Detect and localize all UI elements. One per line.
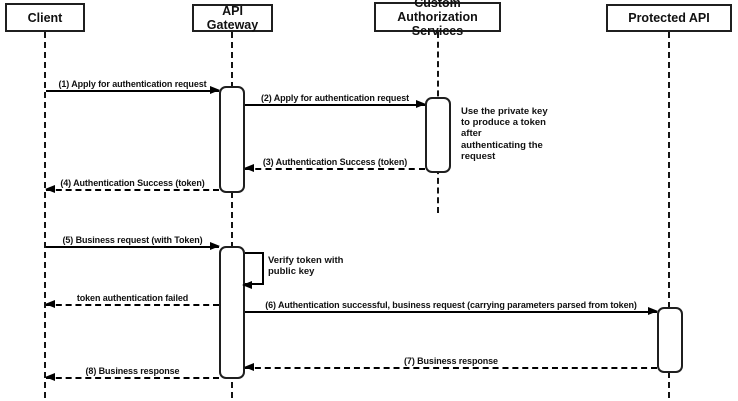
arrowhead-right-icon	[210, 86, 220, 94]
message-7-label: (7) Business response	[404, 356, 498, 366]
arrowhead-right-icon	[416, 100, 426, 108]
message-token-auth-failed-label: token authentication failed	[76, 293, 189, 303]
note-private-key: Use the private key to produce a token a…	[461, 106, 548, 162]
message-2-line	[245, 104, 425, 106]
actor-api-gateway: API Gateway	[192, 4, 273, 32]
lifeline-protected-api	[668, 32, 670, 398]
actor-custom-authorization-services: Custom Authorization Services	[374, 0, 501, 38]
arrowhead-left-icon	[244, 164, 254, 172]
actor-protected-api: Protected API	[606, 4, 732, 32]
message-3-line	[245, 168, 425, 170]
arrowhead-right-icon	[210, 242, 220, 250]
self-message-verify-token	[242, 252, 264, 289]
self-message-verify-token-label: Verify token with public key	[268, 255, 344, 278]
message-8-label: (8) Business response	[85, 366, 180, 376]
message-4-line	[46, 189, 219, 191]
message-5-label: (5) Business request (with Token)	[62, 235, 203, 245]
arrowhead-right-icon	[648, 307, 658, 315]
activation-api-gateway-auth	[219, 86, 245, 193]
message-6-label: (6) Authentication successful, business …	[265, 300, 637, 310]
message-2-label: (2) Apply for authentication request	[260, 93, 410, 103]
message-3-label: (3) Authentication Success (token)	[262, 157, 408, 167]
lifeline-client	[44, 32, 46, 398]
actor-api-gateway-label: API Gateway	[206, 4, 259, 32]
message-token-auth-failed-line	[46, 304, 219, 306]
actor-client-label: Client	[27, 10, 63, 25]
message-7-line	[245, 367, 657, 369]
message-5-line	[46, 246, 219, 248]
message-6-line	[245, 311, 657, 313]
arrowhead-left-icon	[45, 300, 55, 308]
arrowhead-left-icon	[244, 363, 254, 371]
message-1-label: (1) Apply for authentication request	[58, 79, 207, 89]
message-8-line	[46, 377, 219, 379]
arrowhead-left-icon	[242, 281, 252, 289]
message-4-label: (4) Authentication Success (token)	[60, 178, 205, 188]
actor-custom-authorization-services-label: Custom Authorization Services	[397, 0, 478, 38]
arrowhead-left-icon	[45, 373, 55, 381]
activation-custom-authorization-services	[425, 97, 451, 173]
actor-client: Client	[5, 3, 85, 32]
message-1-line	[46, 90, 219, 92]
actor-protected-api-label: Protected API	[628, 11, 710, 25]
activation-protected-api	[657, 307, 683, 373]
activation-api-gateway-business	[219, 246, 245, 379]
lifeline-api-gateway	[231, 32, 233, 398]
arrowhead-left-icon	[45, 185, 55, 193]
